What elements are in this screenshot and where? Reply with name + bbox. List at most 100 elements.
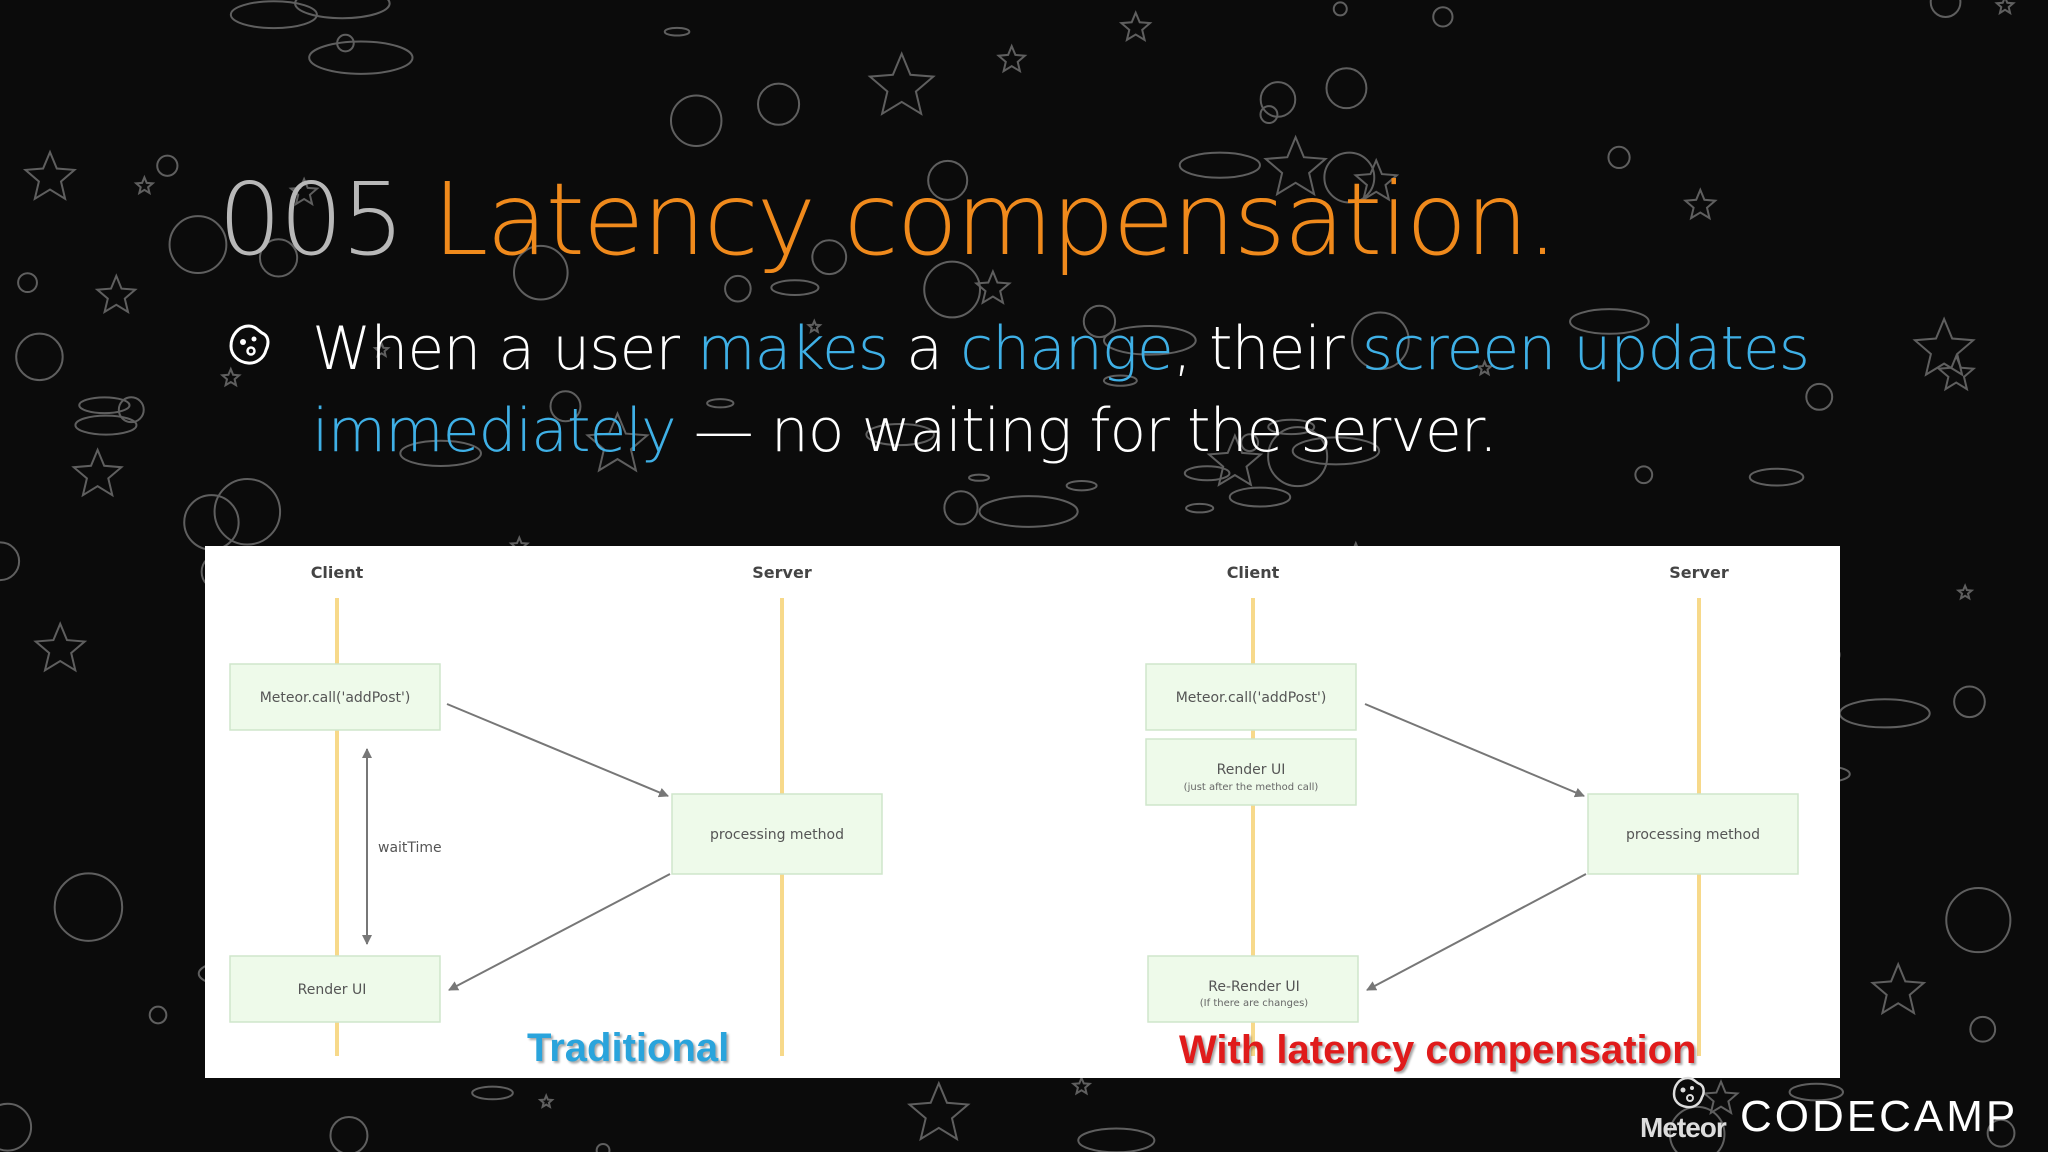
doodle-ring <box>399 439 482 467</box>
doodle-planet <box>811 239 848 276</box>
doodle-star <box>22 149 77 201</box>
doodle-planet <box>17 272 38 294</box>
doodle-ring <box>1183 465 1231 482</box>
doodle-planet <box>1082 304 1117 339</box>
doodle-star <box>1870 961 1927 1016</box>
doodle-planet <box>1432 6 1454 28</box>
footer-meteor-label: Meteor <box>1640 1112 1727 1143</box>
lat-client-label: Client <box>1227 563 1280 582</box>
doodle-planet <box>943 490 979 526</box>
lat-rerender-box-sub: (If there are changes) <box>1200 998 1309 1009</box>
doodle-planet <box>1634 465 1654 485</box>
trad-call-box-label: Meteor.call('addPost') <box>260 690 411 706</box>
trad-server-box-label: processing method <box>710 827 844 843</box>
doodle-planet <box>329 1115 369 1152</box>
slide-title: 005 Latency compensation. <box>218 160 1558 280</box>
doodle-planet <box>1351 311 1410 371</box>
trad-render-box-label: Render UI <box>298 982 367 998</box>
doodle-star <box>1070 1075 1093 1096</box>
doodle-ring <box>1185 502 1215 514</box>
bullet-segment: , their <box>1172 314 1362 384</box>
doodle-star <box>1475 359 1494 377</box>
bullet-text: When a user makes a change, their screen… <box>312 308 1812 472</box>
doodle-planet <box>117 396 145 424</box>
doodle-star <box>907 1080 971 1142</box>
doodle-ring <box>1178 151 1261 179</box>
doodle-ring <box>74 414 138 436</box>
doodle-planet <box>336 33 355 53</box>
doodle-star <box>806 318 823 334</box>
lat-render-box-label: Render UI <box>1217 762 1286 778</box>
doodle-star <box>585 410 650 473</box>
doodle-planet <box>1945 887 2012 954</box>
doodle-ring <box>471 1085 514 1101</box>
sequence-diagrams: Client Server Meteor.call('addPost') pro… <box>229 563 1799 1056</box>
doodle-planet <box>1953 685 1986 719</box>
doodle-planet <box>213 477 282 546</box>
doodle-star <box>1955 583 1975 601</box>
doodle-planet <box>1259 81 1297 118</box>
trad-wait-label: waitTime <box>378 840 442 856</box>
bullet-segment: When a user <box>312 314 698 384</box>
doodle-star <box>1912 316 1976 377</box>
doodle-planet <box>1929 0 1962 18</box>
trad-call-box <box>229 663 441 731</box>
doodle-star <box>973 268 1012 305</box>
doodle-planet <box>53 872 124 942</box>
doodle-ring <box>308 40 414 75</box>
doodle-ring <box>978 495 1079 528</box>
doodle-planet <box>1323 151 1376 204</box>
doodle-star <box>288 176 320 207</box>
doodle-planet <box>183 494 240 551</box>
lat-rerender-box <box>1147 955 1359 1023</box>
doodle-ring <box>1065 479 1098 492</box>
latency-caption: With latency compensation <box>1179 1028 1697 1072</box>
doodle-ring <box>1748 467 1805 487</box>
doodle-star <box>133 174 156 196</box>
doodle-star <box>867 51 936 116</box>
doodle-ring <box>78 396 131 415</box>
doodle-ring <box>229 0 318 30</box>
doodle-planet <box>1668 1105 1726 1152</box>
traditional-caption: Traditional <box>527 1026 730 1070</box>
doodle-planet <box>757 82 801 126</box>
doodle-ring <box>663 26 691 37</box>
meteor-bullet-icon <box>229 324 270 365</box>
doodle-star <box>1263 134 1328 197</box>
latency-diagram: Client Server Meteor.call('addPost') Ren… <box>1145 563 1799 1056</box>
lat-server-box <box>1587 793 1799 875</box>
doodle-star <box>1118 10 1153 43</box>
doodle-star <box>1206 432 1264 487</box>
bullet-segment: — no waiting for the server. <box>675 396 1498 466</box>
doodle-planet <box>1607 145 1631 170</box>
doodle-star <box>94 273 138 315</box>
doodle-star <box>71 447 124 498</box>
bullet-highlight-makes: makes <box>697 314 889 384</box>
doodle-ring <box>1838 698 1931 729</box>
lat-call-box-label: Meteor.call('addPost') <box>1176 690 1327 706</box>
doodle-star <box>1702 1078 1740 1116</box>
lat-response-arrow <box>1366 873 1587 991</box>
traditional-diagram: Client Server Meteor.call('addPost') pro… <box>229 563 883 1056</box>
trad-response-arrow <box>448 873 671 991</box>
doodle-star <box>996 43 1028 74</box>
lat-render-box <box>1145 738 1357 806</box>
doodle-star <box>1682 187 1718 221</box>
doodle-ring <box>1102 324 1197 356</box>
lat-render-box-sub: (just after the method call) <box>1184 782 1319 793</box>
bullet-segment: a <box>888 314 961 384</box>
doodle-ring <box>1228 486 1292 508</box>
doodle-planet <box>923 260 981 319</box>
doodle-star <box>1353 157 1400 202</box>
lat-call-box <box>1145 663 1357 731</box>
doodle-planet <box>549 390 582 423</box>
lat-call-arrow <box>1364 703 1585 798</box>
doodle-ring <box>1267 418 1316 436</box>
doodle-planet <box>1969 1015 1997 1043</box>
doodle-ring <box>1291 436 1381 466</box>
meteor-logo-icon <box>1672 1076 1705 1109</box>
doodle-planet <box>1240 433 1260 453</box>
lat-server-label: Server <box>1669 563 1729 582</box>
doodle-planet <box>1332 1 1348 17</box>
sequence-diagram-panel: Client Server Meteor.call('addPost') pro… <box>205 546 1840 1078</box>
